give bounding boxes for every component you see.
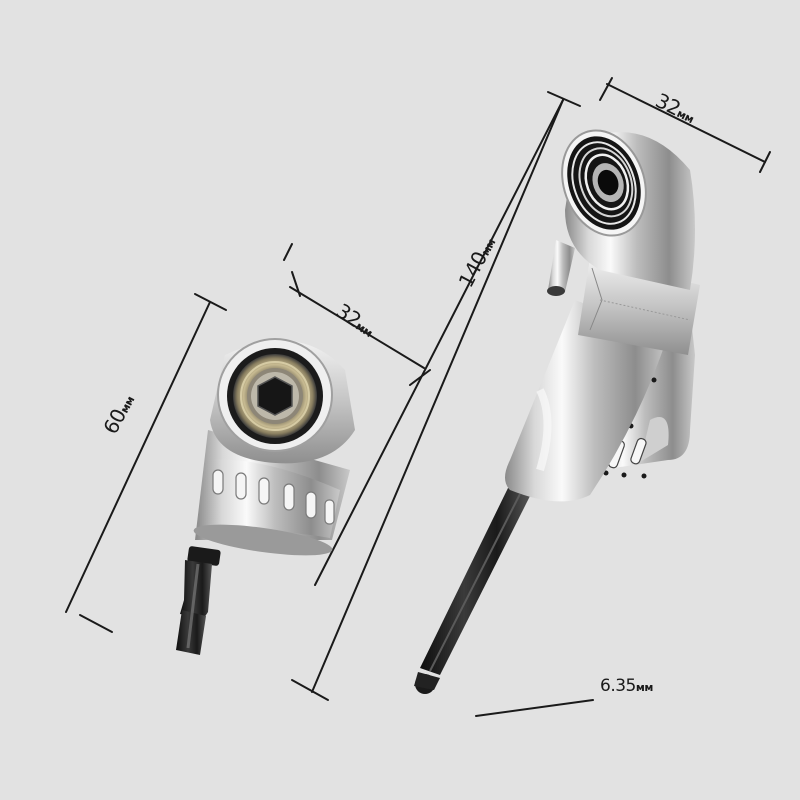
dimension-line-140mm (291, 91, 581, 701)
long-hex-shank (414, 488, 530, 694)
short-angle-adapter (176, 338, 355, 655)
short-bearing (227, 348, 323, 444)
short-hex-shank (176, 546, 221, 655)
dimension-line-32mm-long (599, 77, 771, 173)
long-bearing-rings (567, 136, 641, 230)
short-grip-grooves (212, 469, 335, 525)
dimension-line-6-35mm (475, 699, 594, 717)
dimension-label-shank-size: 6.35мм (600, 676, 653, 696)
dimension-line-60mm (65, 293, 227, 633)
hex-socket (257, 376, 293, 416)
long-angle-adapter (414, 129, 700, 694)
